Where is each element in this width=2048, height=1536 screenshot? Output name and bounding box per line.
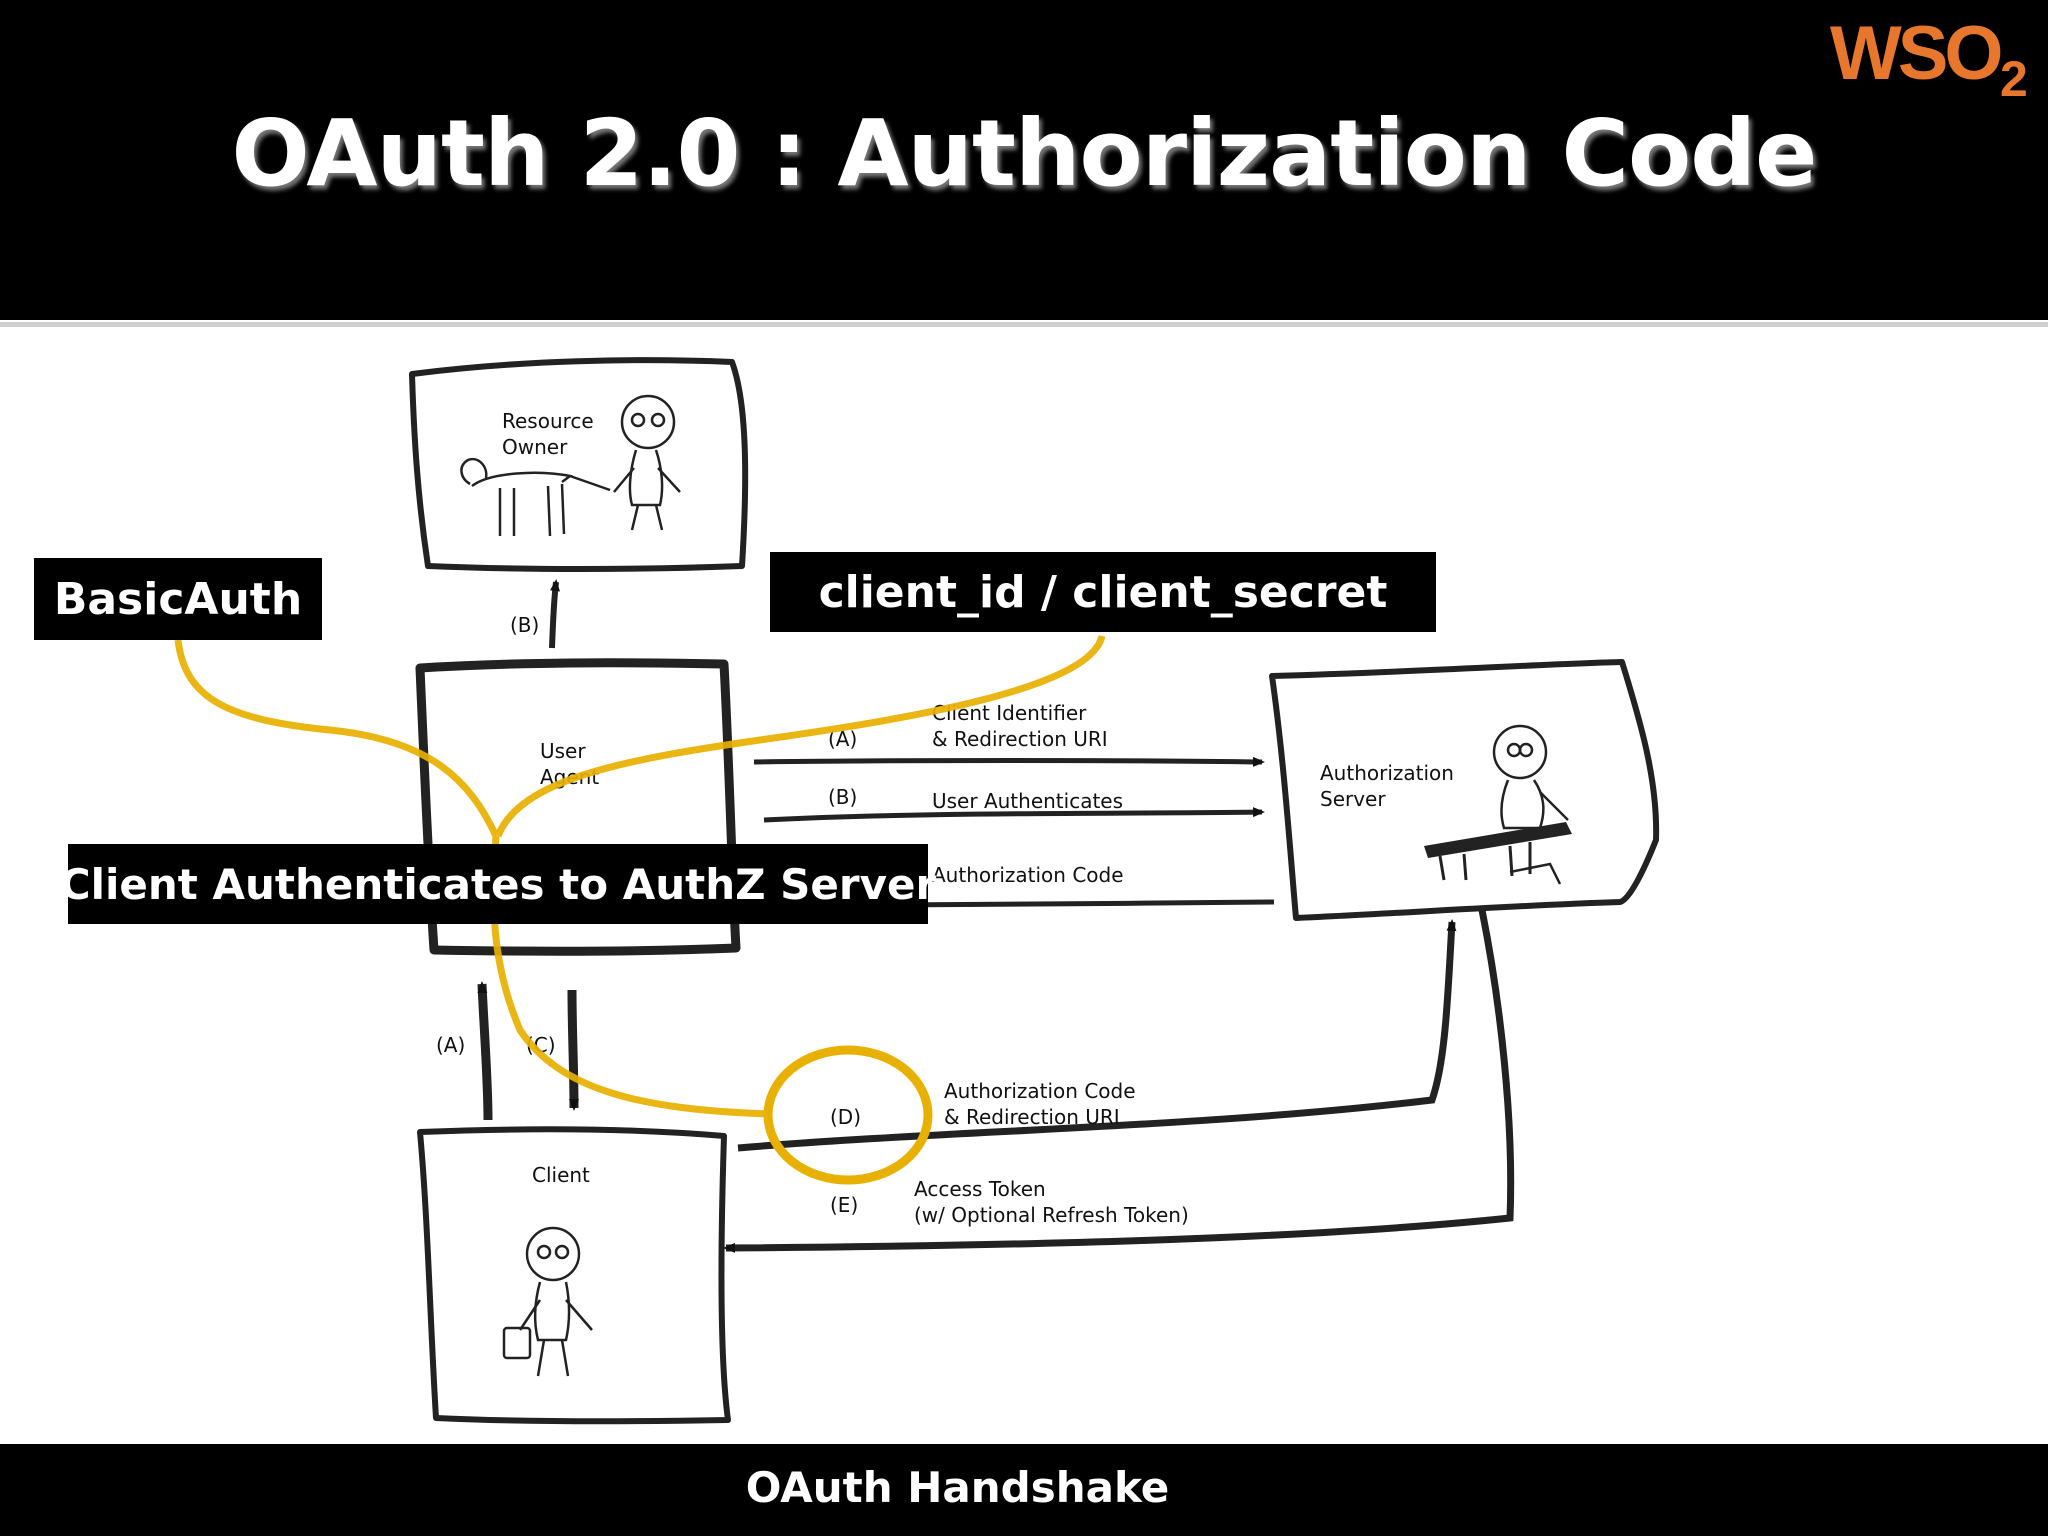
header-divider <box>0 322 2048 327</box>
dog-icon <box>460 457 611 537</box>
resource-owner-label-1: Resource <box>502 409 594 433</box>
flow-b-arrow: (B) User Authenticates <box>763 785 1265 823</box>
arrow-b-up: (B) <box>510 579 560 649</box>
flow-e-line1: Access Token <box>914 1177 1046 1201</box>
flow-e-arrow: (E) Access Token (w/ Optional Refresh To… <box>723 909 1515 1253</box>
flow-d-line1: Authorization Code <box>944 1079 1136 1103</box>
user-agent-label-1: User <box>540 739 586 763</box>
client-figure-icon <box>502 1226 593 1377</box>
authorization-server-label-1: Authorization <box>1320 761 1454 785</box>
vert-a-label: (A) <box>436 1033 465 1057</box>
resource-owner-label-2: Owner <box>502 435 568 459</box>
slide-title: OAuth 2.0 : Authorization Code <box>231 100 1818 207</box>
footer-title: OAuth Handshake <box>745 1463 1170 1512</box>
flow-e-step: (E) <box>830 1193 858 1217</box>
vertical-arrows: (A) (C) <box>436 981 579 1121</box>
flow-e-line2: (w/ Optional Refresh Token) <box>914 1203 1189 1227</box>
basic-auth-callout: BasicAuth <box>34 558 322 640</box>
resource-owner-box: Resource Owner <box>409 357 749 572</box>
flow-d-highlight-circle <box>763 1045 933 1185</box>
step-b-top-label: (B) <box>510 613 539 637</box>
flow-a-line2: & Redirection URI <box>932 727 1108 751</box>
flow-d-step: (D) <box>830 1105 861 1129</box>
flow-d-arrow: (D) Authorization Code & Redirection URI <box>737 919 1457 1152</box>
flow-b-step: (B) <box>828 785 857 809</box>
title-bar <box>0 0 2048 320</box>
logo-text: WSO <box>1830 11 2004 96</box>
logo-subscript: 2 <box>2000 51 2028 107</box>
resource-owner-figure-icon <box>613 394 681 531</box>
flow-c-label: Authorization Code <box>932 863 1124 887</box>
client-credentials-callout: client_id / client_secret <box>770 552 1436 632</box>
desk-icon <box>1424 822 1572 881</box>
client-auth-callout: Client Authenticates to AuthZ Server <box>60 844 936 924</box>
flow-b-label: User Authenticates <box>932 789 1123 813</box>
authorization-server-box: Authorization Server <box>1269 659 1660 921</box>
authorization-server-figure-icon <box>1492 724 1569 885</box>
client-box: Client <box>417 1126 731 1425</box>
wso2-logo: WSO 2 <box>1830 10 2040 107</box>
authorization-server-label-2: Server <box>1320 787 1386 811</box>
flow-d-line2: & Redirection URI <box>944 1105 1120 1129</box>
footer-bar <box>0 1444 2048 1536</box>
client-label: Client <box>532 1163 590 1187</box>
